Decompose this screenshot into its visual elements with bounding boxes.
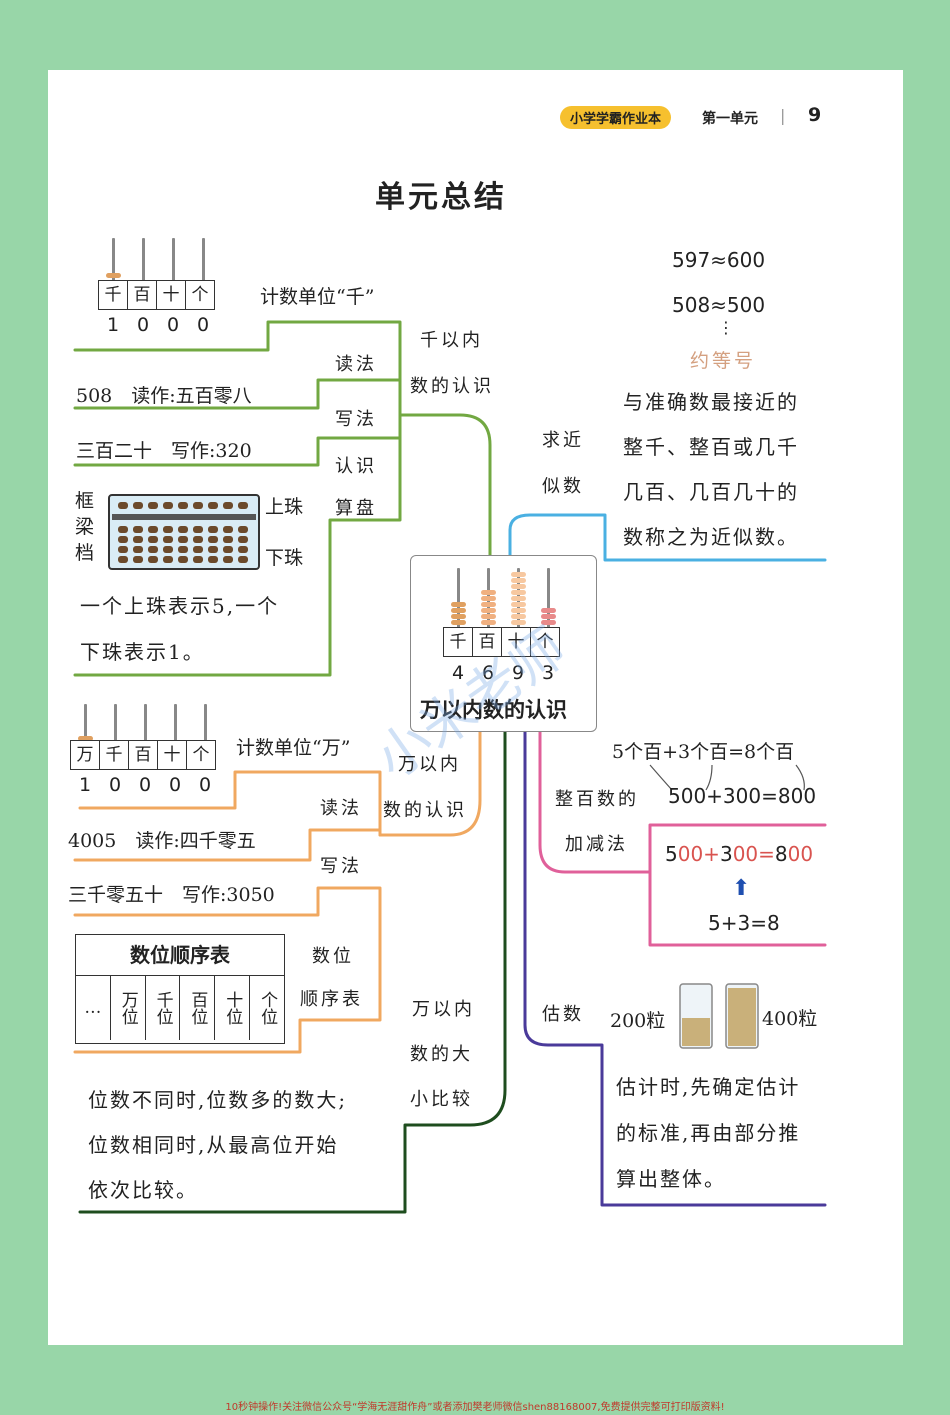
center-title: 万以内数的认识 bbox=[420, 698, 567, 722]
branch-compare-line1: 万以内 bbox=[412, 999, 475, 1020]
addsub-line1: 5个百+3个百=8个百 bbox=[612, 741, 795, 763]
read-label-2: 读法 bbox=[320, 798, 362, 819]
place-table-thousand: 千百十个 bbox=[98, 280, 215, 310]
write-label: 写法 bbox=[335, 409, 377, 430]
upper-bead-label: 上珠 bbox=[265, 496, 304, 518]
footer-promo: 10秒钟操作!关注微信公众号“学海无涯甜作舟”或者添加樊老师微信shen8816… bbox=[225, 1402, 725, 1413]
abacus-rod-label: 档 bbox=[75, 542, 95, 564]
approx-def-line4: 数称之为近似数。 bbox=[623, 525, 799, 549]
estimate-text-line3: 算出整体。 bbox=[616, 1167, 726, 1191]
estimate-left-amount: 200粒 bbox=[610, 1010, 666, 1032]
approx-example-2: 508≈500 bbox=[672, 293, 766, 317]
counter-bead-icon bbox=[78, 736, 93, 741]
estimate-text-line1: 估计时,先确定估计 bbox=[616, 1075, 801, 1099]
compare-text-line1: 位数不同时,位数多的数大; bbox=[88, 1088, 348, 1112]
unit-tenthousand-text: 计数单位“万” bbox=[236, 737, 351, 759]
branch-compare-line3: 小比较 bbox=[410, 1089, 473, 1110]
bead-note-line2: 下珠表示1。 bbox=[80, 640, 205, 664]
header-separator: | bbox=[780, 106, 786, 125]
approx-def-line3: 几百、几百几十的 bbox=[623, 480, 799, 504]
counter-bead-icon bbox=[106, 273, 121, 278]
jars-icon bbox=[679, 983, 759, 1049]
place-table-tenthousand: 万千百十个 bbox=[70, 740, 216, 770]
approx-ellipsis: ⋮ bbox=[718, 318, 734, 337]
up-arrow-icon: ⬆ bbox=[732, 876, 751, 901]
compare-text-line3: 依次比较。 bbox=[88, 1178, 198, 1202]
place-table-center: 千百十个 bbox=[443, 627, 560, 657]
lower-bead-label: 下珠 bbox=[265, 547, 304, 569]
approx-def-line1: 与准确数最接近的 bbox=[623, 390, 799, 414]
branch-thousand-line2: 数的认识 bbox=[410, 376, 494, 397]
estimate-right-amount: 400粒 bbox=[762, 1008, 818, 1030]
series-badge: 小学学霸作业本 bbox=[560, 106, 672, 129]
branch-tenthousand-line2: 数的认识 bbox=[383, 800, 467, 821]
abacus-icon bbox=[108, 494, 260, 570]
branch-compare-line2: 数的大 bbox=[410, 1044, 473, 1065]
estimate-text-line2: 的标准,再由部分推 bbox=[616, 1121, 801, 1145]
approx-example-1: 597≈600 bbox=[672, 248, 766, 272]
approx-def-line2: 整千、整百或几千 bbox=[623, 435, 799, 459]
addsub-box-equation: 500+300=800 bbox=[665, 842, 814, 866]
branch-addsub-line1: 整百数的 bbox=[555, 789, 639, 810]
branch-estimate: 估数 bbox=[542, 1004, 584, 1025]
write-example: 三百二十 写作:320 bbox=[76, 440, 252, 462]
abacus-frame-label: 框 bbox=[75, 490, 95, 512]
read-label: 读法 bbox=[335, 354, 377, 375]
addsub-base: 5+3=8 bbox=[708, 911, 780, 935]
abacus-label-line1: 认识 bbox=[335, 456, 377, 477]
unit-thousand-text: 计数单位“千” bbox=[260, 286, 375, 308]
branch-tenthousand-line1: 万以内 bbox=[398, 754, 461, 775]
counter-1000-rods bbox=[98, 236, 228, 282]
center-counter-rods bbox=[443, 566, 573, 628]
table-label-line1: 数位 bbox=[312, 946, 354, 967]
place-order-table-title: 数位顺序表 bbox=[76, 935, 284, 976]
branch-addsub-line2: 加减法 bbox=[565, 834, 628, 855]
write-example-2: 三千零五十 写作:3050 bbox=[68, 884, 275, 906]
write-label-2: 写法 bbox=[320, 856, 362, 877]
approx-sign-name: 约等号 bbox=[690, 350, 757, 372]
branch-approx-line1: 求近 bbox=[542, 430, 584, 451]
table-label-line2: 顺序表 bbox=[300, 989, 363, 1010]
branch-approx-line2: 似数 bbox=[542, 476, 584, 497]
compare-text-line2: 位数相同时,从最高位开始 bbox=[88, 1133, 339, 1157]
page-number: 9 bbox=[808, 104, 822, 126]
abacus-label-line2: 算盘 bbox=[335, 498, 377, 519]
place-order-table: 数位顺序表 … 万位 千位 百位 十位 个位 bbox=[75, 934, 285, 1044]
read-example-2: 4005 读作:四千零五 bbox=[68, 830, 256, 852]
addsub-line2: 500+300=800 bbox=[668, 784, 817, 808]
read-example: 508 读作:五百零八 bbox=[76, 385, 252, 407]
bead-note-line1: 一个上珠表示5,一个 bbox=[80, 594, 280, 618]
page-title: 单元总结 bbox=[375, 180, 507, 215]
counter-10000-rods bbox=[70, 704, 225, 744]
unit-label: 第一单元 bbox=[702, 111, 758, 127]
abacus-beam-label: 梁 bbox=[75, 516, 95, 538]
branch-thousand-line1: 千以内 bbox=[420, 330, 483, 351]
